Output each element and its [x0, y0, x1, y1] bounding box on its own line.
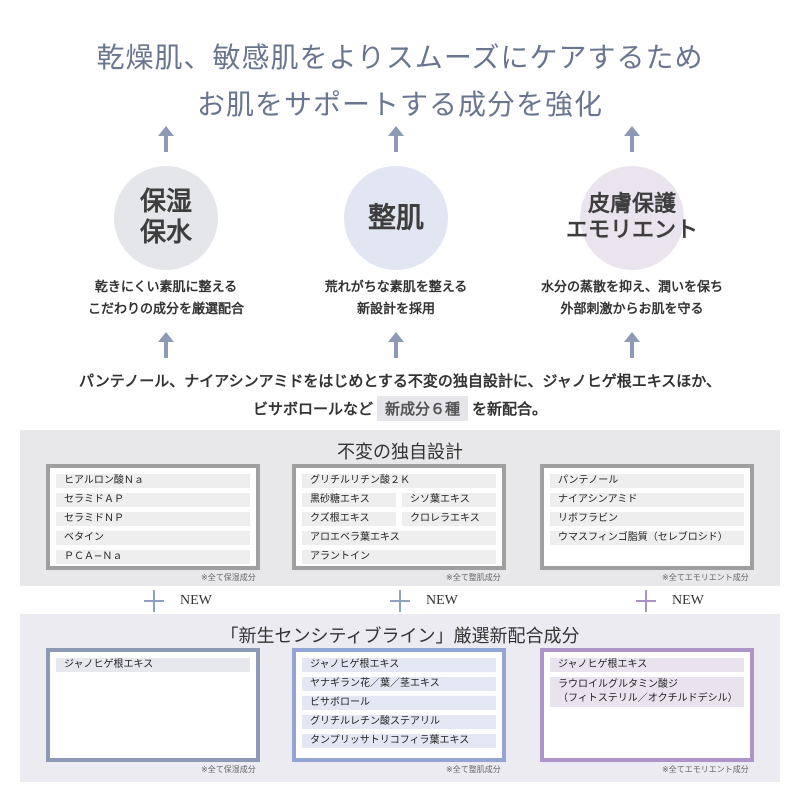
statement-text: ビサボロールなど [252, 400, 373, 418]
plus-new-connector: NEW [636, 590, 756, 614]
pillar-desc-line: 水分の蒸散を抑え、潤いを保ち [540, 280, 723, 295]
pillar-desc-line: 荒れがちな素肌を整える [324, 280, 468, 295]
ingredient-cell: ジャノヒゲ根エキス [56, 658, 250, 672]
fixed-design-section: 不変の独自設計 ヒアルロン酸Ｎａ セラミドＡＰ セラミドＮＰ ベタイン ＰＣＡ−… [20, 430, 780, 586]
pillar-title: 整肌 [367, 201, 424, 235]
ingredient-cell: 黒砂糖エキス [302, 493, 396, 507]
plus-new-connector: NEW [144, 590, 264, 614]
pillar-title: 皮膚保護 [588, 191, 677, 217]
ingredient-cell-multiline: ラウロイルグルタミン酸ジ （フィトステリル／オクチルドデシル） [550, 677, 744, 707]
ingredient-cell: アロエベラ葉エキス [302, 531, 496, 545]
up-arrow-icon [388, 332, 404, 358]
ingredient-cell: ウマスフィンゴ脂質（セレブロシド） [550, 531, 744, 545]
ingredient-box-moisture: ヒアルロン酸Ｎａ セラミドＡＰ セラミドＮＰ ベタイン ＰＣＡ−Ｎａ [46, 464, 260, 570]
up-arrow-icon [388, 126, 404, 152]
statement-line-1: パンテノール、ナイアシンアミドをはじめとする不変の独自設計に、ジャノヒゲ根エキス… [78, 372, 721, 390]
new-label: NEW [672, 593, 704, 608]
pillar-description: 荒れがちな素肌を整える 新設計を採用 [266, 277, 526, 321]
up-arrow-icon [158, 332, 174, 358]
ingredient-cell: タンプリッサトリコフィラ葉エキス [302, 734, 496, 748]
new-ingredients-section: 「新生センシティブライン」厳選新配合成分 ジャノヒゲ根エキス ※全て保湿成分 ジ… [20, 614, 780, 782]
plus-new-connector: NEW [390, 590, 510, 614]
statement-text: を新配合。 [472, 400, 548, 418]
pillar-description: 乾きにくい素肌に整える こだわりの成分を厳選配合 [36, 277, 296, 321]
ingredient-cell: セラミドＡＰ [56, 493, 250, 507]
box-note: ※全て整肌成分 [446, 765, 501, 774]
ingredient-cell: クロレラエキス [402, 512, 496, 526]
pillar-desc-line: こだわりの成分を厳選配合 [87, 302, 244, 317]
ingredient-cell: パンテノール [550, 474, 744, 488]
pillar-circle: 皮膚保護エモリエント [566, 166, 698, 270]
pillar-circle: 整肌 [344, 166, 448, 270]
ingredient-line: （フィトステリル／オクチルドデシル） [558, 693, 738, 704]
ingredient-cell: ジャノヒゲ根エキス [302, 658, 496, 672]
new-label: NEW [426, 593, 458, 608]
headline-line-1: 乾燥肌、敏感肌をよりスムーズにケアするため [96, 41, 704, 74]
new-ingredient-box-emollient: ジャノヒゲ根エキス ラウロイルグルタミン酸ジ （フィトステリル／オクチルドデシル… [540, 648, 754, 762]
section-title: 不変の独自設計 [337, 442, 463, 463]
pillar-desc-line: 外部刺激からお肌を守る [560, 302, 704, 317]
box-note: ※全てエモリエント成分 [662, 765, 749, 774]
up-arrow-icon [624, 126, 640, 152]
pillar-title: 保水 [139, 218, 192, 248]
box-note: ※全てエモリエント成分 [662, 573, 749, 582]
ingredient-box-emollient: パンテノール ナイアシンアミド リボフラビン ウマスフィンゴ脂質（セレブロシド） [540, 464, 754, 570]
new-ingredient-badge: 新成分６種 [376, 396, 468, 421]
new-label: NEW [180, 593, 212, 608]
headline-line-2: お肌をサポートする成分を強化 [196, 88, 603, 121]
ingredient-cell: ナイアシンアミド [550, 493, 744, 507]
pillar-desc-line: 乾きにくい素肌に整える [94, 280, 238, 295]
up-arrow-icon [624, 332, 640, 358]
ingredient-line: ラウロイルグルタミン酸ジ [558, 679, 678, 690]
statement-line-2: ビサボロールなど新成分６種を新配合。 [0, 396, 800, 421]
ingredient-cell: シソ葉エキス [402, 493, 496, 507]
pillar-desc-line: 新設計を採用 [356, 302, 435, 317]
ingredient-cell: グリチルレチン酸ステアリル [302, 715, 496, 729]
new-ingredient-box-moisture: ジャノヒゲ根エキス [46, 648, 260, 762]
ingredient-cell: ビサボロール [302, 696, 496, 710]
box-note: ※全て保湿成分 [201, 573, 256, 582]
ingredient-cell: ヤナギラン花／葉／茎エキス [302, 677, 496, 691]
box-note: ※全て整肌成分 [446, 573, 501, 582]
new-ingredient-box-conditioning: ジャノヒゲ根エキス ヤナギラン花／葉／茎エキス ビサボロール グリチルレチン酸ス… [292, 648, 506, 762]
pillar-title: 保湿 [139, 186, 192, 217]
ingredient-box-conditioning: グリチルリチン酸２Ｋ 黒砂糖エキスシソ葉エキス クズ根エキスクロレラエキス アロ… [292, 464, 506, 570]
ingredient-cell: セラミドＮＰ [56, 512, 250, 526]
ingredient-cell: クズ根エキス [302, 512, 396, 526]
ingredient-cell: ＰＣＡ−Ｎａ [56, 550, 250, 564]
ingredient-cell: ヒアルロン酸Ｎａ [56, 474, 250, 488]
ingredient-cell: リボフラビン [550, 512, 744, 526]
pillar-circle: 保湿保水 [114, 166, 218, 270]
pillar-description: 水分の蒸散を抑え、潤いを保ち 外部刺激からお肌を守る [502, 277, 762, 321]
ingredient-cell: グリチルリチン酸２Ｋ [302, 474, 496, 488]
box-note: ※全て保湿成分 [201, 765, 256, 774]
ingredient-cell: アラントイン [302, 550, 496, 564]
pillar-title: エモリエント [566, 218, 699, 243]
up-arrow-icon [158, 126, 174, 152]
ingredient-cell: ジャノヒゲ根エキス [550, 658, 744, 672]
ingredient-cell: ベタイン [56, 531, 250, 545]
section-title: 「新生センシティブライン」厳選新配合成分 [220, 626, 580, 647]
